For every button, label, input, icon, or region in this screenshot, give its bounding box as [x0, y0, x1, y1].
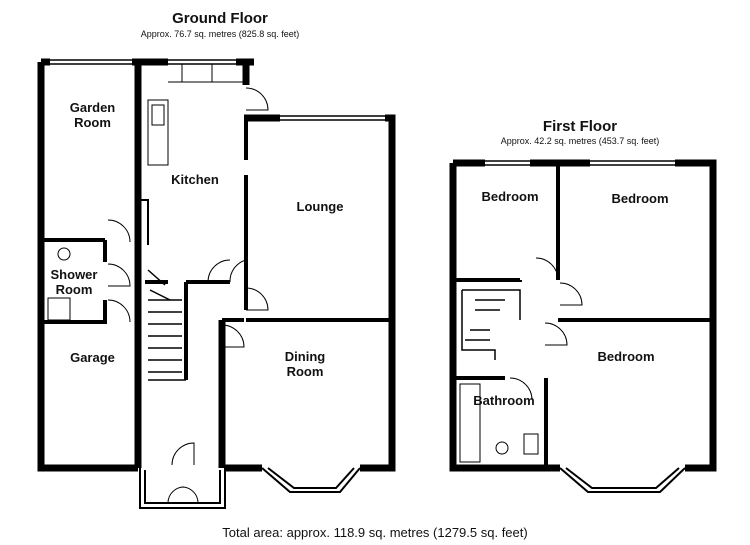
ground-floor-area: Approx. 76.7 sq. metres (825.8 sq. feet): [140, 29, 300, 39]
total-area: Total area: approx. 118.9 sq. metres (12…: [222, 525, 528, 540]
bedroom-bottom-right-label: Bedroom: [597, 349, 655, 364]
first-floor-title: First Floor: [542, 118, 618, 135]
shower-room-label: Shower Room: [44, 267, 104, 297]
garden-room-line1: Garden: [69, 100, 116, 115]
bedroom-small-label: Bedroom: [481, 189, 539, 204]
garden-room-label: Garden Room: [55, 100, 130, 130]
dining-room-line1: Dining: [284, 349, 326, 364]
first-floor-area: Approx. 42.2 sq. metres (453.7 sq. feet): [500, 136, 660, 146]
garden-room-line2: Room: [74, 115, 111, 130]
bathroom-label: Bathroom: [473, 393, 535, 408]
dining-room-line2: Room: [286, 364, 324, 379]
garage-label: Garage: [70, 350, 115, 365]
ground-floor-title: Ground Floor: [172, 10, 268, 27]
lounge-label: Lounge: [296, 199, 344, 214]
bedroom-top-right-label: Bedroom: [611, 191, 669, 206]
dining-room-label: Dining Room: [260, 349, 350, 379]
ground-floor-walls: [37, 58, 396, 509]
first-floor-walls: [449, 159, 717, 493]
shower-room-line2: Room: [55, 282, 93, 297]
kitchen-label: Kitchen: [171, 172, 219, 187]
shower-room-line1: Shower: [50, 267, 98, 282]
